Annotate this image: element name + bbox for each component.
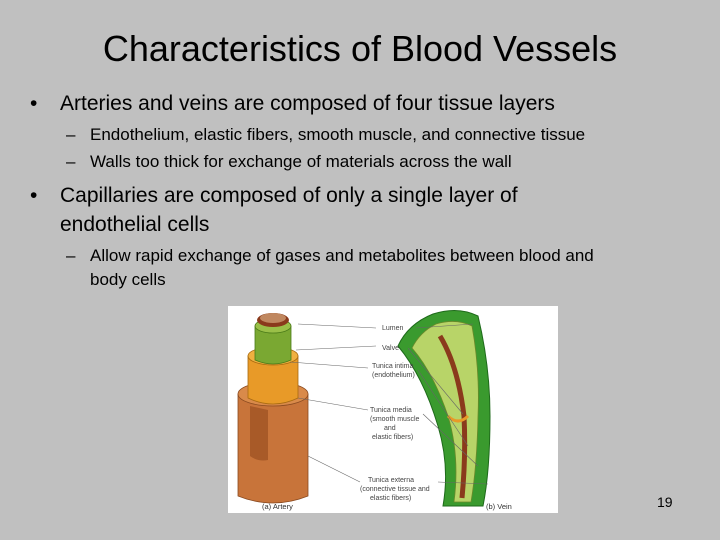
sub-bullet-text: Endothelium, elastic fibers, smooth musc…	[90, 125, 586, 144]
dash-marker: –	[66, 246, 76, 265]
label-media-note-3: elastic fibers)	[372, 434, 413, 441]
slide-title: Characteristics of Blood Vessels	[102, 28, 618, 69]
sub-bullet-text-line1: Allow rapid exchange of gases and metabo…	[90, 246, 594, 265]
bullet-text: Arteries and veins are composed of four …	[60, 92, 555, 115]
label-externa-note-2: elastic fibers)	[370, 495, 411, 502]
bullet-text-line1: Capillaries are composed of only a singl…	[60, 184, 518, 207]
sub-bullet-text-line2: body cells	[90, 270, 166, 289]
label-media-note-1: (smooth muscle	[370, 416, 420, 423]
label-media-note-2: and	[384, 425, 396, 432]
bullet-marker: •	[30, 92, 38, 115]
label-lumen: Lumen	[382, 325, 404, 332]
label-intima: Tunica intima	[372, 363, 413, 370]
sub-bullet-text: Walls too thick for exchange of material…	[90, 152, 512, 171]
label-media: Tunica media	[370, 407, 412, 414]
bullet-text-line2: endothelial cells	[60, 213, 210, 236]
artery-drawing	[237, 313, 309, 504]
label-externa-note-1: (connective tissue and	[360, 486, 430, 493]
leader-lines	[289, 323, 489, 485]
label-valve: Valve	[382, 345, 399, 352]
vein-drawing	[397, 310, 491, 507]
page-number: 19	[657, 494, 673, 510]
caption-vein: (b) Vein	[486, 502, 512, 511]
dash-marker: –	[66, 125, 76, 144]
bullet-marker: •	[30, 184, 38, 207]
vessel-illustration: Lumen Valve Tunica intima (endothelium) …	[237, 310, 512, 511]
label-externa: Tunica externa	[368, 477, 414, 484]
blood-vessel-figure: Lumen Valve Tunica intima (endothelium) …	[228, 306, 558, 513]
dash-marker: –	[66, 152, 76, 171]
label-intima-note: (endothelium)	[372, 372, 415, 379]
caption-artery: (a) Artery	[262, 502, 293, 511]
